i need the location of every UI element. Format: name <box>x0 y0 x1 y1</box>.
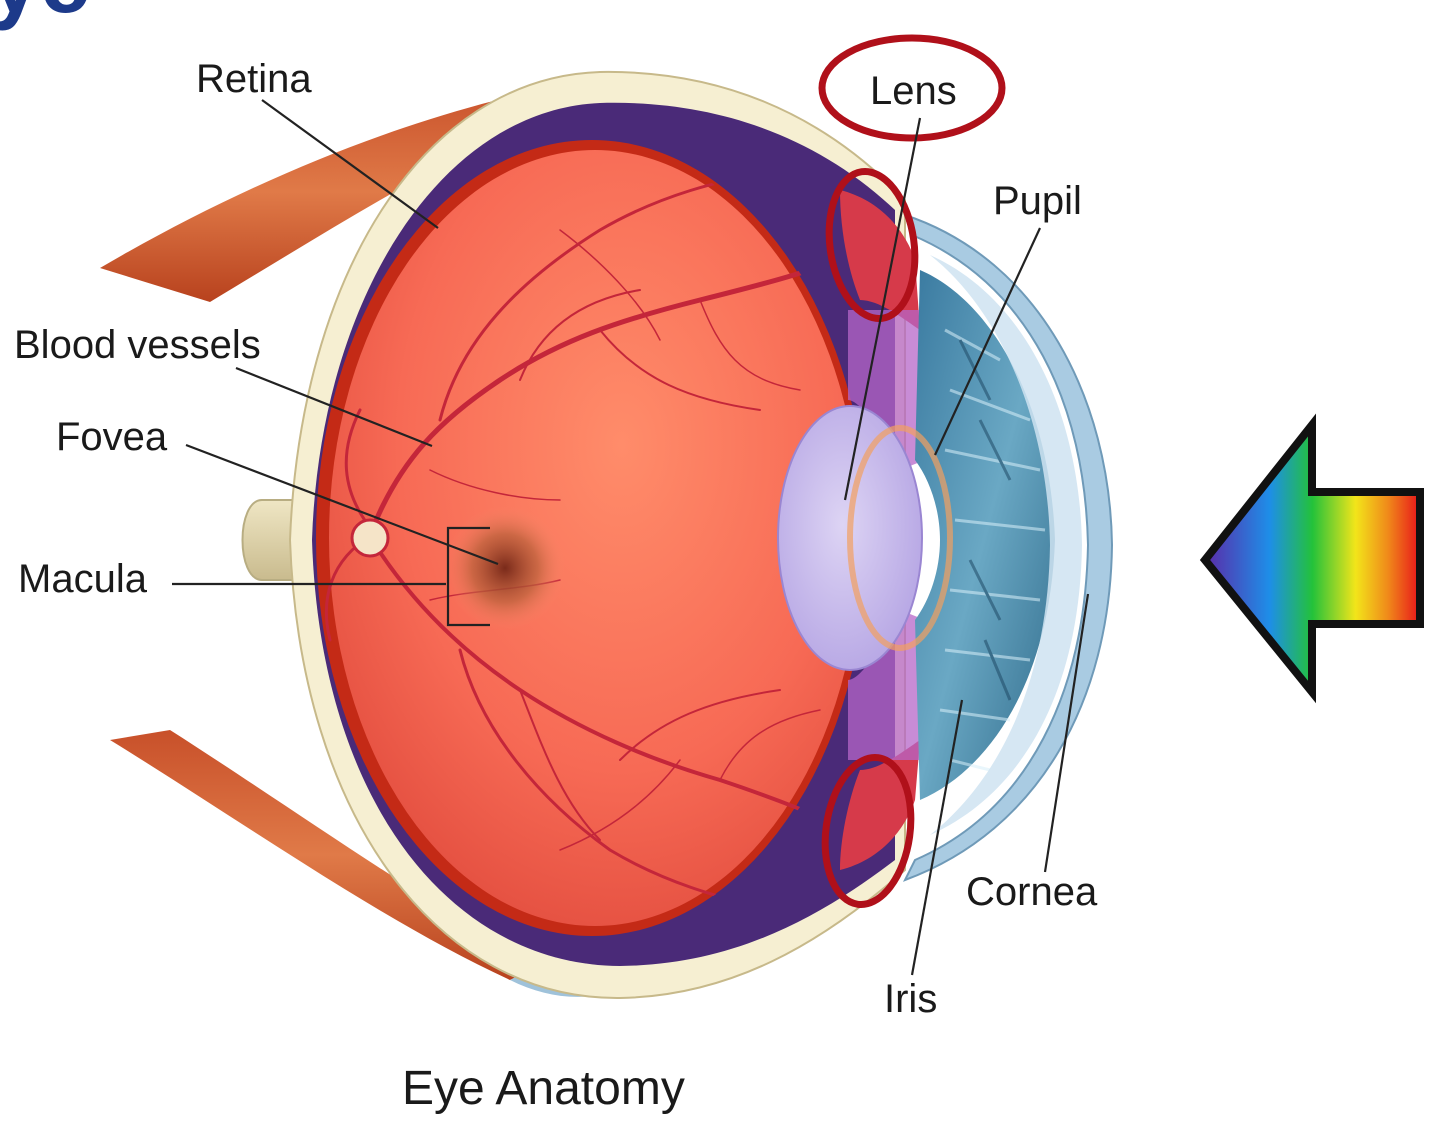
macula-bracket <box>446 526 490 627</box>
lens-label-highlight <box>818 34 1006 142</box>
diagram-caption: Eye Anatomy <box>402 1062 685 1115</box>
label-retina: Retina <box>196 57 312 101</box>
optic-nerve <box>241 499 301 581</box>
rainbow-arrow-left-icon <box>1199 413 1424 704</box>
lens-rim <box>847 425 953 651</box>
pupil-leader <box>934 227 1041 456</box>
iris-leader <box>910 699 964 976</box>
anterior-chamber <box>930 255 1082 835</box>
ciliary-body-upper <box>840 190 920 330</box>
label-blood-vessels: Blood vessels <box>14 323 261 367</box>
ciliary-upper-highlight <box>825 167 919 323</box>
label-lens: Lens <box>870 69 957 113</box>
label-pupil: Pupil <box>993 179 1082 223</box>
label-fovea: Fovea <box>56 415 168 459</box>
ciliary-lower-highlight <box>821 753 915 909</box>
label-macula: Macula <box>18 557 148 601</box>
vitreous-body <box>329 150 861 926</box>
blood-vessels-leader <box>235 366 433 448</box>
label-cornea: Cornea <box>966 870 1098 914</box>
fovea-leader <box>185 443 499 566</box>
retina-leader <box>261 99 439 229</box>
macula-spot <box>445 506 565 630</box>
header-fragment: ye <box>0 0 90 32</box>
lens-leader <box>843 117 922 501</box>
label-iris: Iris <box>884 977 937 1021</box>
cornea-layer <box>902 213 1114 882</box>
cornea-leader <box>1043 593 1090 873</box>
optic-disc <box>350 518 390 558</box>
iris-tissue <box>915 270 1055 800</box>
